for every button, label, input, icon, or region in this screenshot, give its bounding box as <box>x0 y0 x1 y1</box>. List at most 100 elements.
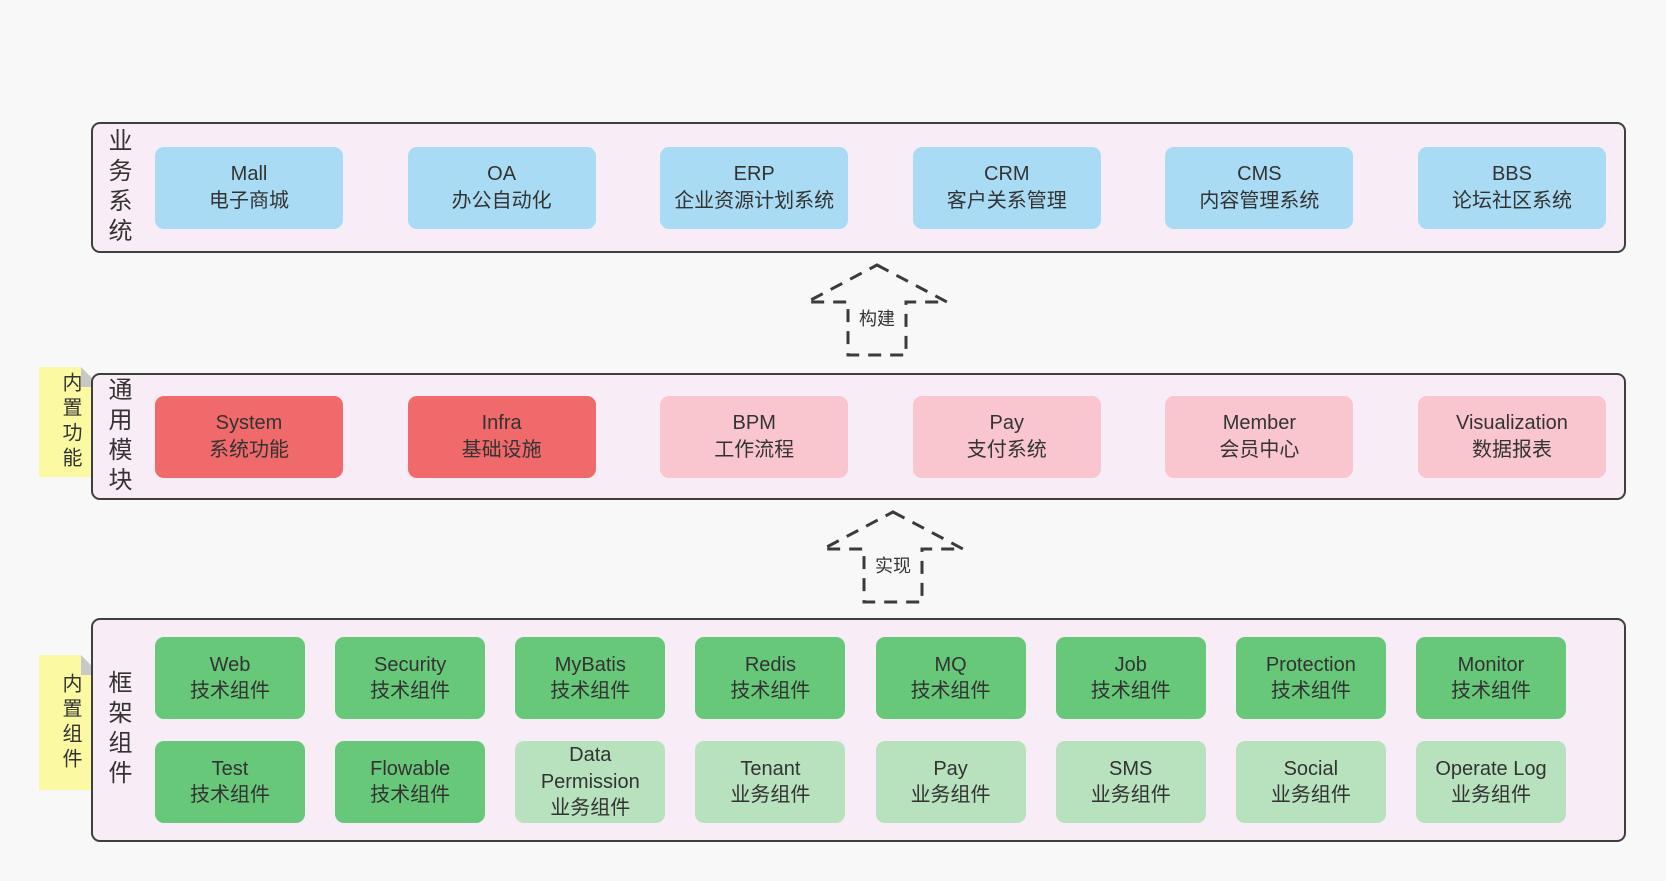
box-flowable: Flowable 技术组件 <box>335 741 486 823</box>
box-title: Social <box>1283 757 1339 780</box>
box-subtitle: 会员中心 <box>1219 438 1300 461</box>
box-oa: OA 办公自动化 <box>407 146 596 229</box>
box-title: Protection <box>1265 653 1356 676</box>
box-social: Social 业务组件 <box>1235 741 1386 823</box>
sticky-label: 内置功能 <box>59 372 81 472</box>
box-subtitle: 内容管理系统 <box>1199 189 1320 212</box>
box-title: Operate Log <box>1435 757 1547 780</box>
box-subtitle: 客户关系管理 <box>946 189 1067 212</box>
box-title: System <box>215 412 283 435</box>
box-test: Test 技术组件 <box>155 741 305 823</box>
box-subtitle: 技术组件 <box>1270 680 1351 702</box>
box-visualization: Visualization 数据报表 <box>1417 395 1606 478</box>
common-modules-row: System 系统功能 Infra 基础设施 BPM 工作流程 Pay 支付系统… <box>155 375 1606 498</box>
box-subtitle: 业务组件 <box>910 784 991 806</box>
box-title: Monitor <box>1457 653 1525 676</box>
box-mall: Mall 电子商城 <box>155 146 343 229</box>
box-title: CRM <box>984 163 1030 186</box>
box-subtitle: 技术组件 <box>550 680 631 702</box>
box-title: CMS <box>1237 163 1282 186</box>
band-label-business-systems: 业务系统 <box>104 127 131 248</box>
box-bbs: BBS 论坛社区系统 <box>1417 146 1606 229</box>
box-subtitle: 业务组件 <box>1090 784 1171 806</box>
box-subtitle: 技术组件 <box>370 784 451 806</box>
box-title: Security <box>374 653 447 676</box>
box-tenant: Tenant 业务组件 <box>695 741 846 823</box>
box-title: MQ <box>934 653 967 676</box>
box-subtitle: 系统功能 <box>209 438 289 461</box>
box-title: Data Permission <box>540 744 640 793</box>
box-subtitle: 业务组件 <box>1450 784 1531 806</box>
arrow-implement-label: 实现 <box>871 550 915 579</box>
box-subtitle: 业务组件 <box>550 797 631 820</box>
box-infra: Infra 基础设施 <box>407 395 596 478</box>
box-redis: Redis 技术组件 <box>695 637 846 719</box>
arrow-build: 构建 <box>802 262 952 358</box>
box-title: Member <box>1222 412 1297 435</box>
box-monitor: Monitor 技术组件 <box>1415 637 1566 719</box>
box-subtitle: 支付系统 <box>966 438 1047 461</box>
box-title: ERP <box>733 163 775 186</box>
framework-row-2: Test 技术组件 Flowable 技术组件 Data Permission … <box>155 741 1566 823</box>
box-subtitle: 工作流程 <box>714 438 795 461</box>
box-bpm: BPM 工作流程 <box>660 395 849 478</box>
box-title: SMS <box>1109 757 1153 780</box>
box-title: Pay <box>933 757 968 780</box>
box-subtitle: 企业资源计划系统 <box>674 189 835 212</box>
box-title: Test <box>211 757 249 780</box>
box-title: Pay <box>989 412 1025 435</box>
box-protection: Protection 技术组件 <box>1235 637 1386 719</box>
framework-components-rows: Web 技术组件 Security 技术组件 MyBatis 技术组件 Redi… <box>155 637 1566 823</box>
box-operate-log: Operate Log 业务组件 <box>1415 741 1566 823</box>
box-subtitle: 技术组件 <box>190 680 270 702</box>
box-title: Mall <box>230 163 268 186</box>
box-subtitle: 办公自动化 <box>451 189 552 212</box>
box-subtitle: 业务组件 <box>730 784 811 806</box>
sticky-built-in-features: 内置功能 <box>39 367 101 477</box>
box-subtitle: 技术组件 <box>730 680 811 702</box>
box-pay-system: Pay 支付系统 <box>912 395 1101 478</box>
band-label-common-modules: 通用模块 <box>104 376 131 497</box>
box-cms: CMS 内容管理系统 <box>1165 146 1354 229</box>
box-title: Visualization <box>1456 412 1568 435</box>
business-systems-row: Mall 电子商城 OA 办公自动化 ERP 企业资源计划系统 CRM 客户关系… <box>155 124 1606 251</box>
box-subtitle: 技术组件 <box>1450 680 1531 702</box>
framework-row-1: Web 技术组件 Security 技术组件 MyBatis 技术组件 Redi… <box>155 637 1566 719</box>
band-label-framework-components: 框架组件 <box>104 670 131 790</box>
box-data-permission: Data Permission 业务组件 <box>515 741 666 823</box>
box-sms: SMS 业务组件 <box>1055 741 1206 823</box>
box-pay-component: Pay 业务组件 <box>875 741 1026 823</box>
box-erp: ERP 企业资源计划系统 <box>660 146 849 229</box>
band-common-modules: 通用模块 System 系统功能 Infra 基础设施 BPM 工作流程 Pay… <box>91 373 1626 500</box>
arrow-implement: 实现 <box>818 509 968 605</box>
box-subtitle: 基础设施 <box>461 438 542 461</box>
box-title: OA <box>487 163 517 186</box>
arrow-build-label: 构建 <box>855 303 899 332</box>
box-subtitle: 数据报表 <box>1471 438 1552 461</box>
box-subtitle: 电子商城 <box>209 189 289 212</box>
band-framework-components: 框架组件 Web 技术组件 Security 技术组件 MyBatis 技术组件… <box>91 618 1626 842</box>
box-web: Web 技术组件 <box>155 637 305 719</box>
band-business-systems: 业务系统 Mall 电子商城 OA 办公自动化 ERP 企业资源计划系统 CRM… <box>91 122 1626 253</box>
box-title: Tenant <box>740 757 801 780</box>
box-title: Flowable <box>370 757 451 780</box>
sticky-label: 内置组件 <box>59 672 81 773</box>
box-subtitle: 论坛社区系统 <box>1451 189 1572 212</box>
box-title: MyBatis <box>554 653 626 676</box>
box-mq: MQ 技术组件 <box>875 637 1026 719</box>
box-member: Member 会员中心 <box>1165 395 1354 478</box>
box-system: System 系统功能 <box>155 395 343 478</box>
box-subtitle: 技术组件 <box>1090 680 1171 702</box>
box-title: Job <box>1114 653 1147 676</box>
box-subtitle: 技术组件 <box>910 680 991 702</box>
box-title: BPM <box>732 412 776 435</box>
box-subtitle: 业务组件 <box>1270 784 1351 806</box>
box-subtitle: 技术组件 <box>190 784 270 806</box>
box-security: Security 技术组件 <box>335 637 486 719</box>
box-subtitle: 技术组件 <box>370 680 451 702</box>
box-title: BBS <box>1491 163 1532 186</box>
box-crm: CRM 客户关系管理 <box>912 146 1101 229</box>
box-mybatis: MyBatis 技术组件 <box>515 637 666 719</box>
box-job: Job 技术组件 <box>1055 637 1206 719</box>
